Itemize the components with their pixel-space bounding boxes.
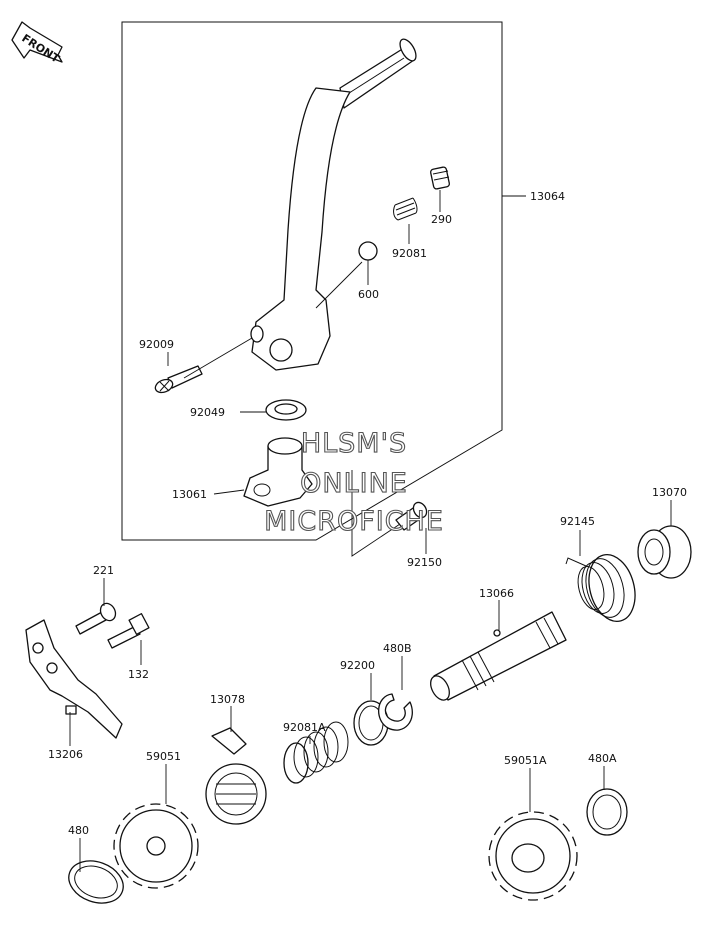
label-92081: 92081 <box>392 247 427 260</box>
kick-pedal-lever <box>250 38 417 371</box>
label-290: 290 <box>431 213 452 226</box>
spring-92145-icon <box>565 554 636 622</box>
leader-lines <box>69 190 672 872</box>
label-59051: 59051 <box>146 750 181 763</box>
label-221: 221 <box>93 564 114 577</box>
spring-92081a-icon <box>283 721 349 784</box>
label-13066: 13066 <box>479 587 514 600</box>
detent-pin-290-icon <box>430 166 450 190</box>
label-13078: 13078 <box>210 693 245 706</box>
bolt-221-icon <box>75 602 117 635</box>
watermark-line-2: ONLINE <box>300 468 408 499</box>
label-92145: 92145 <box>560 515 595 528</box>
label-92049: 92049 <box>190 406 225 419</box>
front-arrow-icon: FRONT <box>11 21 63 66</box>
holder-13070-icon <box>637 525 692 579</box>
part-labels: 13064 290 92081 600 92009 92049 13061 92… <box>48 190 687 837</box>
label-13206: 13206 <box>48 748 83 761</box>
spring-92081-icon <box>393 197 418 221</box>
ratchet-gear-13078-icon <box>205 727 267 825</box>
watermark-line-3: MICROFICHE <box>264 506 444 537</box>
label-13061: 13061 <box>172 488 207 501</box>
gear-59051a-icon <box>488 811 578 901</box>
gear-59051-icon <box>113 803 199 889</box>
watermark-line-1: HLSM'S <box>301 428 407 459</box>
label-13070: 13070 <box>652 486 687 499</box>
label-480: 480 <box>68 824 89 837</box>
plate-13206-icon <box>25 619 123 739</box>
label-92200: 92200 <box>340 659 375 672</box>
spindle-13066-icon <box>430 611 567 701</box>
label-480A: 480A <box>588 752 617 765</box>
bolt-92009-icon <box>154 365 203 394</box>
label-92150: 92150 <box>407 556 442 569</box>
label-600: 600 <box>358 288 379 301</box>
watermark: HLSM'S ONLINE MICROFICHE <box>264 427 444 537</box>
steel-ball-600-icon <box>358 241 378 261</box>
label-59051A: 59051A <box>504 754 547 767</box>
circlip-480-icon <box>68 860 124 904</box>
bolt-132-icon <box>107 613 150 649</box>
label-480B: 480B <box>383 642 412 655</box>
circlip-480b-icon <box>378 693 413 731</box>
circlip-480a-icon <box>586 788 628 836</box>
collar-92049-icon <box>265 399 307 421</box>
label-92081A: 92081A <box>283 721 326 734</box>
label-92009: 92009 <box>139 338 174 351</box>
bolt-92150-icon <box>395 501 428 531</box>
assembly-outline <box>121 21 503 541</box>
label-13064: 13064 <box>530 190 565 203</box>
label-132: 132 <box>128 668 149 681</box>
kick-shaft-13061-icon <box>243 437 313 507</box>
